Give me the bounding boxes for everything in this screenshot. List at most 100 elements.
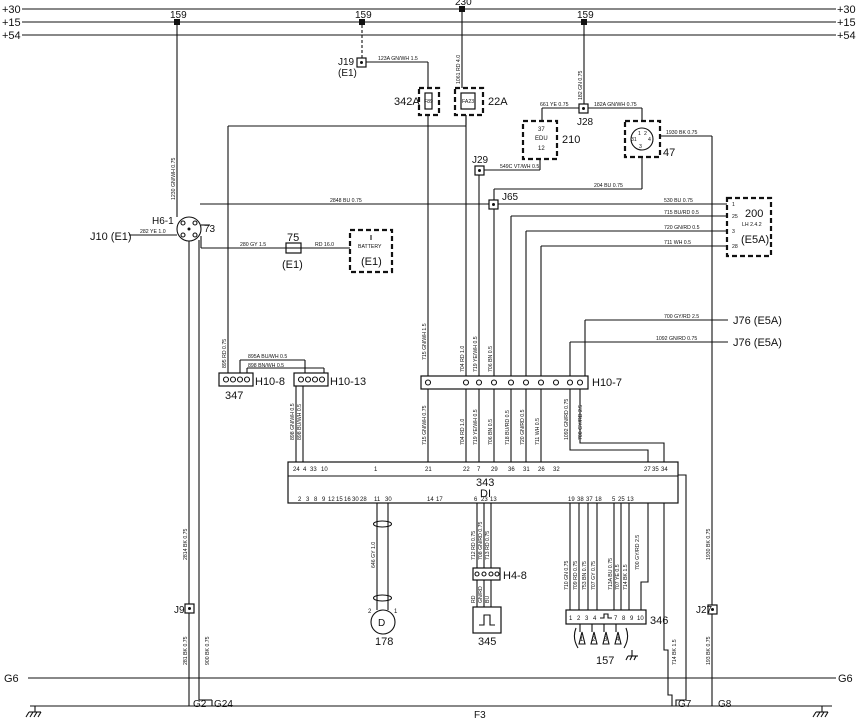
wire-720-label: 720 GN/RD 0.5 [664,225,700,231]
control-module-343: 343 DI 24 4 33 10 1 21 22 7 29 36 31 26 … [287,461,679,504]
shield-ring-top [372,520,393,528]
wire-715v-label: 715 GN/WH 1.5 [422,323,428,360]
connector-j29: J29 [472,155,489,176]
rail-g6-label-right: G6 [838,673,853,685]
wire-193-label: 193 BK 0.75 [706,636,712,665]
svg-text:28: 28 [360,497,367,503]
svg-text:1: 1 [580,637,584,643]
svg-text:25: 25 [618,497,625,503]
wire-661-label: 661 YE 0.75 [540,102,569,108]
ground-g7-label: G7 [678,699,692,710]
svg-text:12: 12 [538,146,545,152]
svg-text:15: 15 [336,497,343,503]
j28-label: J28 [577,117,594,128]
j76-bottom-label: J76 (E5A) [733,337,782,349]
module-210-label: 210 [562,134,580,146]
connector-j27: J27 [696,604,718,616]
wire-714-bk [663,503,673,706]
wire-895-label: 895 RD 0.75 [222,339,228,368]
svg-text:37: 37 [586,497,593,503]
rail-15-label-right: +15 [837,17,856,29]
wire-280-label: 280 GY 1.5 [240,242,266,248]
svg-text:2: 2 [644,131,647,137]
wire-204-label: 204 BU 0.75 [594,183,623,189]
wire-182-label: 182 GN 0.75 [578,70,584,100]
svg-text:1: 1 [394,609,398,615]
shield-ring-bottom [372,594,393,602]
relay-47: 1 2 31 4 3 47 1930 BK 0.75 [623,119,712,159]
battery-label: BATTERY [358,244,382,250]
wire-700-bk [675,474,687,706]
svg-text:11: 11 [374,497,381,503]
rail-taps: 159 159 230 159 [170,0,594,25]
svg-text:30: 30 [352,497,359,503]
svg-text:8: 8 [314,497,318,503]
wire-704b-label: 704 RD 1.0 [460,419,466,445]
wire-714-bk-label: 714 BK 1.5 [672,639,678,665]
wire-719b-label: 719 YE/WH 0.5 [473,409,479,445]
module-di-label: DI [480,488,491,500]
svg-text:RD: RD [471,595,477,603]
wire-720b-label: 720 GN/RD 0.5 [520,409,526,445]
fuse-fa23-label: FA23 [462,99,474,105]
svg-text:3: 3 [306,497,310,503]
fuse-342a-label: 342A [394,96,420,108]
svg-text:9: 9 [322,497,326,503]
connector-j9: J9 [174,603,195,616]
wire-1092b-label: 1092 GN/RD 0.75 [564,399,570,440]
tap-230-label: 230 [455,0,472,8]
wire-707b-label: 707 YE 0.5 [615,564,621,590]
svg-text:4: 4 [593,616,597,622]
svg-text:17: 17 [436,497,443,503]
power-rails: +30 +15 +54 +30 +15 +54 G6 G6 F3 [2,4,856,720]
sensor-345: 345 [472,606,502,648]
j9-label: J9 [174,605,185,616]
svg-text:1: 1 [569,616,573,622]
j65-label: J65 [502,192,519,203]
wire-715-bu-label: 715 BU/RD 0.5 [664,210,699,216]
tap-159-a [174,19,180,25]
tap-159-c [581,19,587,25]
svg-text:8: 8 [622,616,626,622]
svg-text:1: 1 [374,467,378,473]
svg-text:3: 3 [732,229,735,235]
module-210-edu: 37 EDU 12 210 [521,119,580,161]
wire-707-label: 707 GY 0.75 [591,561,597,590]
wire-898gn-label: 898 GN/WH 0.5 [290,403,296,440]
wire-719-label: 719 YE/WH 0.5 [473,336,479,372]
battery-sublabel: (E1) [361,256,382,268]
ground-symbol-right [812,706,829,718]
module-lh-label: LH 2.4.2 [742,222,762,228]
connector-h4-8: H4-8 [472,567,527,582]
svg-text:37: 37 [538,127,545,133]
svg-text:25: 25 [732,214,738,220]
wire-718-label: 718 BU/RD 0.5 [505,410,511,445]
connector-346: 1 2 3 4 7 8 9 10 346 [565,609,668,627]
svg-text:38: 38 [577,497,584,503]
svg-text:36: 36 [508,467,515,473]
svg-text:4: 4 [303,467,307,473]
rail-54-label-right: +54 [837,30,856,42]
svg-text:12: 12 [328,497,335,503]
svg-text:23: 23 [481,497,488,503]
wire-700b-label: 700 GY/RD 2.5 [578,405,584,440]
wire-713-label: 713 RD 0.75 [485,531,491,560]
h6-1-label: H6-1 [152,216,174,227]
wire-rd16-label: RD 16.0 [315,242,334,248]
svg-text:13: 13 [490,497,497,503]
wire-895a-label: 895A BU/WH 0.5 [248,354,287,360]
fuse-75-sublabel: (E1) [282,259,303,271]
component-347-label: 347 [225,390,243,402]
wire-1230-label: 1230 GN/WH 0.75 [171,158,177,200]
j29-label: J29 [472,155,489,166]
svg-text:3: 3 [604,637,608,643]
svg-text:4: 4 [648,137,651,143]
svg-text:16: 16 [344,497,351,503]
svg-text:30: 30 [385,497,392,503]
edu-label: EDU [535,136,548,142]
h10-8-label: H10-8 [255,376,285,388]
ground-g2-label: G2 [193,699,207,710]
sensor-345-label: 345 [478,636,496,648]
svg-text:D: D [378,618,385,629]
